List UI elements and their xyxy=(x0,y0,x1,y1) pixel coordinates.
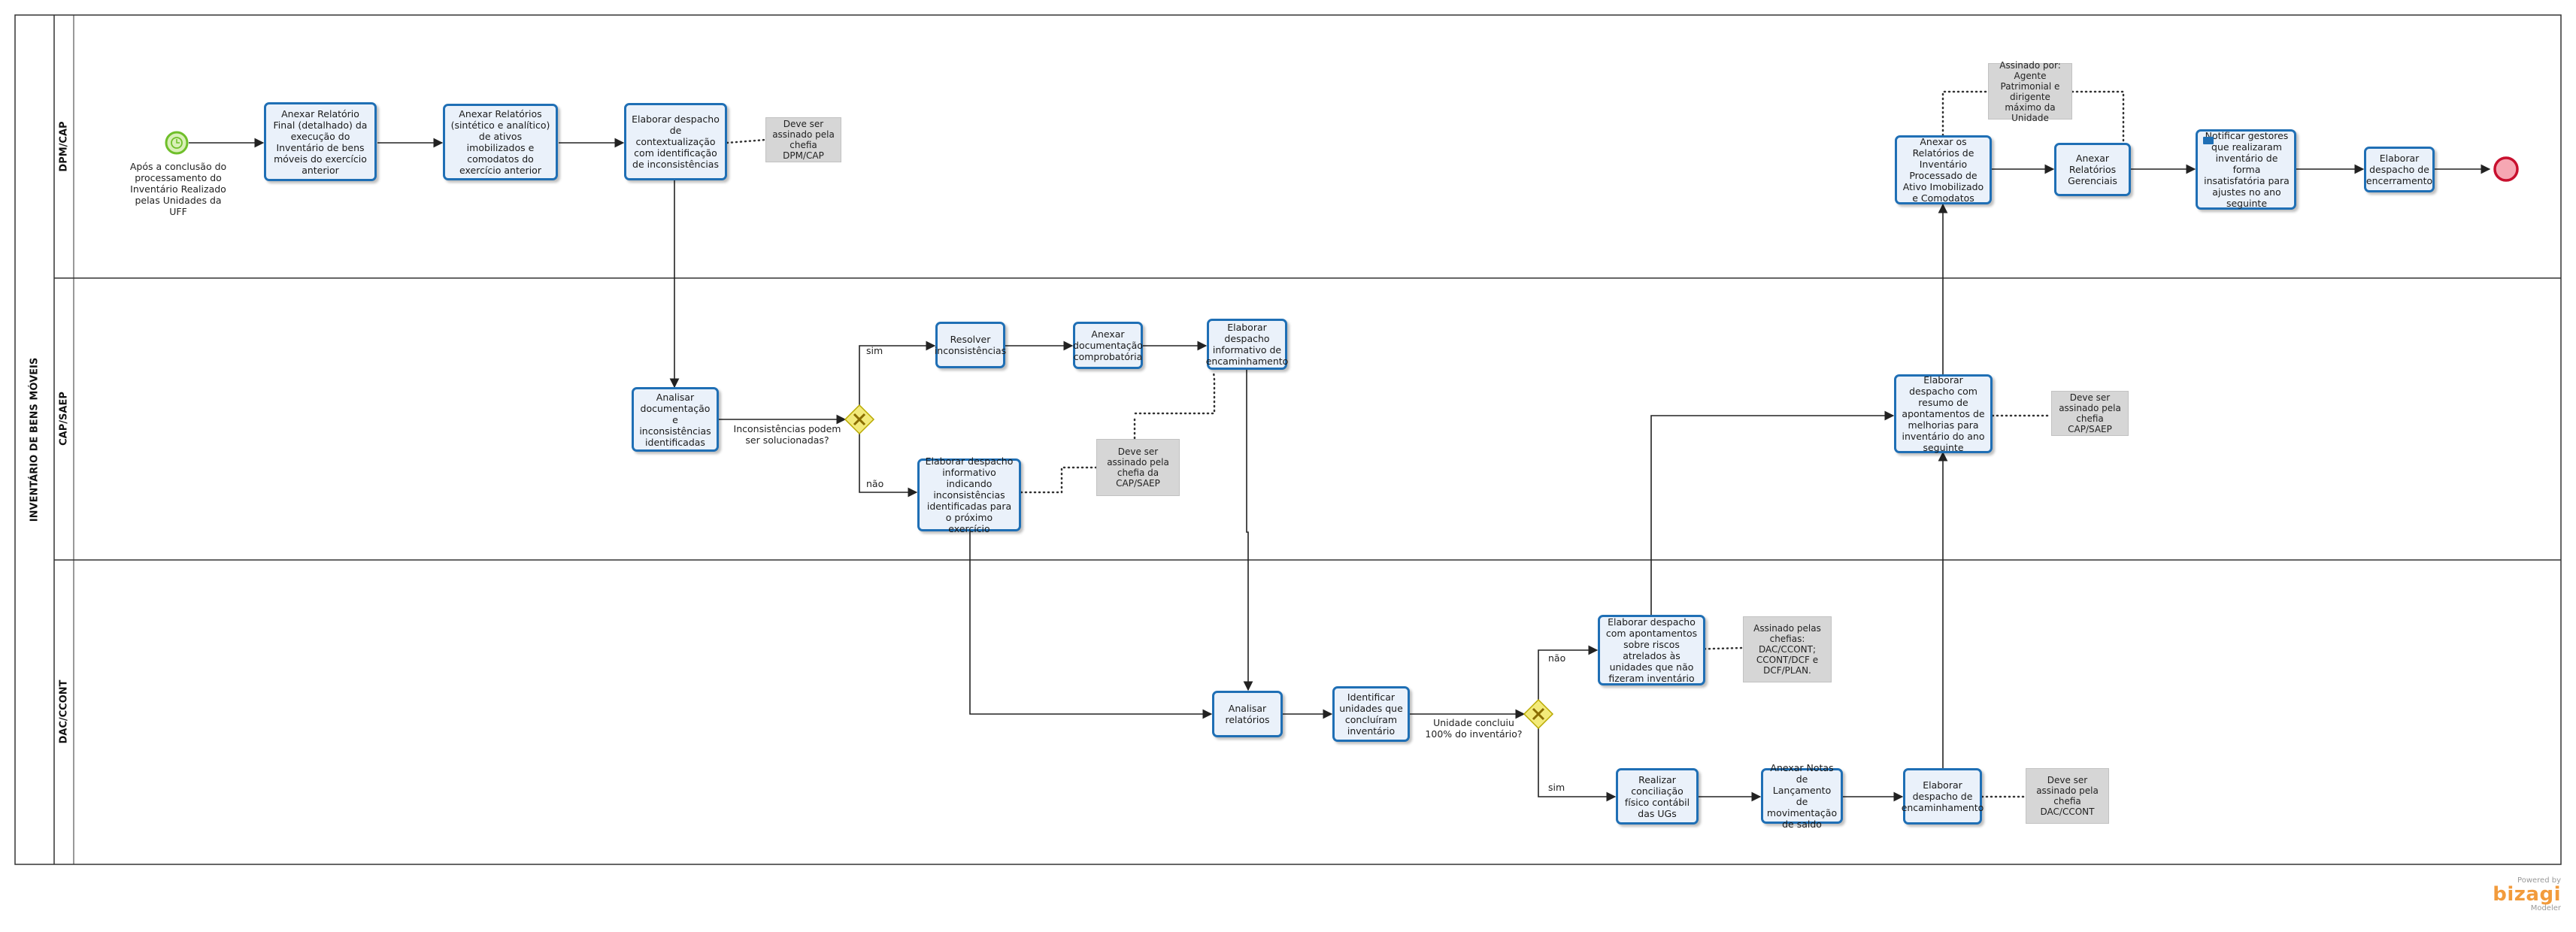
annotation-assinado-dpm-cap: Deve ser assinado pela chefia DPM/CAP xyxy=(765,117,841,162)
lane-title-cap-saep: CAP/SAEP xyxy=(58,392,70,446)
task-anexar-relatorios-gerenciais[interactable]: Anexar Relatórios Gerenciais xyxy=(2054,143,2131,196)
task-elaborar-despacho-encerramento[interactable]: Elaborar despacho de encerramento xyxy=(2364,147,2435,192)
gateway-label-nao-2: não xyxy=(1548,652,1566,664)
pool-title: INVENTÁRIO DE BENS MÓVEIS xyxy=(29,357,41,522)
task-anexar-relatorio-final[interactable]: Anexar Relatório Final (detalhado) da ex… xyxy=(264,102,377,181)
task-anexar-relatorios-sintetico-analitico[interactable]: Anexar Relatórios (sintético e analítico… xyxy=(443,104,558,180)
task-analisar-relatorios[interactable]: Analisar relatórios xyxy=(1212,691,1283,737)
start-event xyxy=(165,131,189,155)
gateway-label-sim-1: sim xyxy=(866,345,883,356)
bizagi-branding: Powered by bizagi Modeler xyxy=(2489,876,2561,912)
task-elaborar-despacho-informativo-encaminhamento[interactable]: Elaborar despacho informativo de encamin… xyxy=(1206,319,1288,370)
end-event xyxy=(2493,156,2519,182)
task-realizar-conciliacao[interactable]: Realizar conciliação físico contábil das… xyxy=(1616,768,1699,825)
gateway-label-nao-1: não xyxy=(866,478,884,489)
pool-border xyxy=(14,14,2562,865)
sequence-flows xyxy=(189,138,2491,802)
task-notificar-gestores-label: Notificar gestores que realizaram invent… xyxy=(2204,130,2290,209)
task-elaborar-despacho-inconsistencias-proximo-exercicio[interactable]: Elaborar despacho informativo indicando … xyxy=(917,455,1021,534)
gateway-label-sim-2: sim xyxy=(1548,782,1565,793)
gateway-inconsistencias xyxy=(844,404,875,435)
task-anexar-notas-lancamento[interactable]: Anexar Notas de Lançamento de movimentaç… xyxy=(1761,762,1843,830)
gateway-question-inconsistencias: Inconsistências podem ser solucionadas? xyxy=(733,423,841,446)
branding-edition: Modeler xyxy=(2530,904,2561,912)
task-elaborar-despacho-encaminhamento[interactable]: Elaborar despacho de encaminhamento xyxy=(1902,768,1984,825)
envelope-icon xyxy=(2203,137,2214,144)
gateway-unidade-concluiu xyxy=(1523,698,1554,730)
task-anexar-documentacao-comprobatoria[interactable]: Anexar documentação comprobatória xyxy=(1073,322,1143,369)
branding-powered-by: Powered by xyxy=(2517,876,2561,885)
task-identificar-unidades[interactable]: Identificar unidades que concluíram inve… xyxy=(1332,686,1410,742)
lane-title-dac-ccont: DAC/CCONT xyxy=(58,679,70,744)
task-resolver-inconsistencias[interactable]: Resolver inconsistências xyxy=(935,322,1006,368)
task-analisar-documentacao[interactable]: Analisar documentação e inconsistências … xyxy=(632,387,719,452)
gateway-question-unidade-concluiu: Unidade concluiu 100% do inventário? xyxy=(1425,717,1523,740)
annotation-assinado-cap-saep: Deve ser assinado pela chefia da CAP/SAE… xyxy=(1096,439,1180,496)
bizagi-logo: bizagi xyxy=(2493,883,2561,906)
annotation-assinado-chefias: Assinado pelas chefias: DAC/CCONT; CCONT… xyxy=(1743,616,1832,682)
task-elaborar-despacho-contextualizacao[interactable]: Elaborar despacho de contextualização co… xyxy=(624,103,727,180)
annotation-assinado-agente-patrimonial: Assinado por: Agente Patrimonial e dirig… xyxy=(1988,60,2072,123)
task-elaborar-despacho-apontamentos-riscos[interactable]: Elaborar despacho com apontamentos sobre… xyxy=(1598,615,1705,685)
task-anexar-relatorios-inventario-processado[interactable]: Anexar os Relatórios de Inventário Proce… xyxy=(1895,135,1992,204)
annotation-assinado-dac-ccont: Deve ser assinado pela chefia DAC/CCONT xyxy=(2026,768,2109,824)
task-elaborar-despacho-resumo-apontamentos[interactable]: Elaborar despacho com resumo de apontame… xyxy=(1894,374,1993,453)
lane-title-dpm-cap: DPM/CAP xyxy=(58,121,70,172)
annotation-assinado-chefia-cap-saep: Deve ser assinado pela chefia CAP/SAEP xyxy=(2051,391,2129,436)
task-notificar-gestores[interactable]: Notificar gestores que realizaram invent… xyxy=(2196,129,2296,210)
start-event-label: Após a conclusão do processamento do Inv… xyxy=(129,161,227,217)
